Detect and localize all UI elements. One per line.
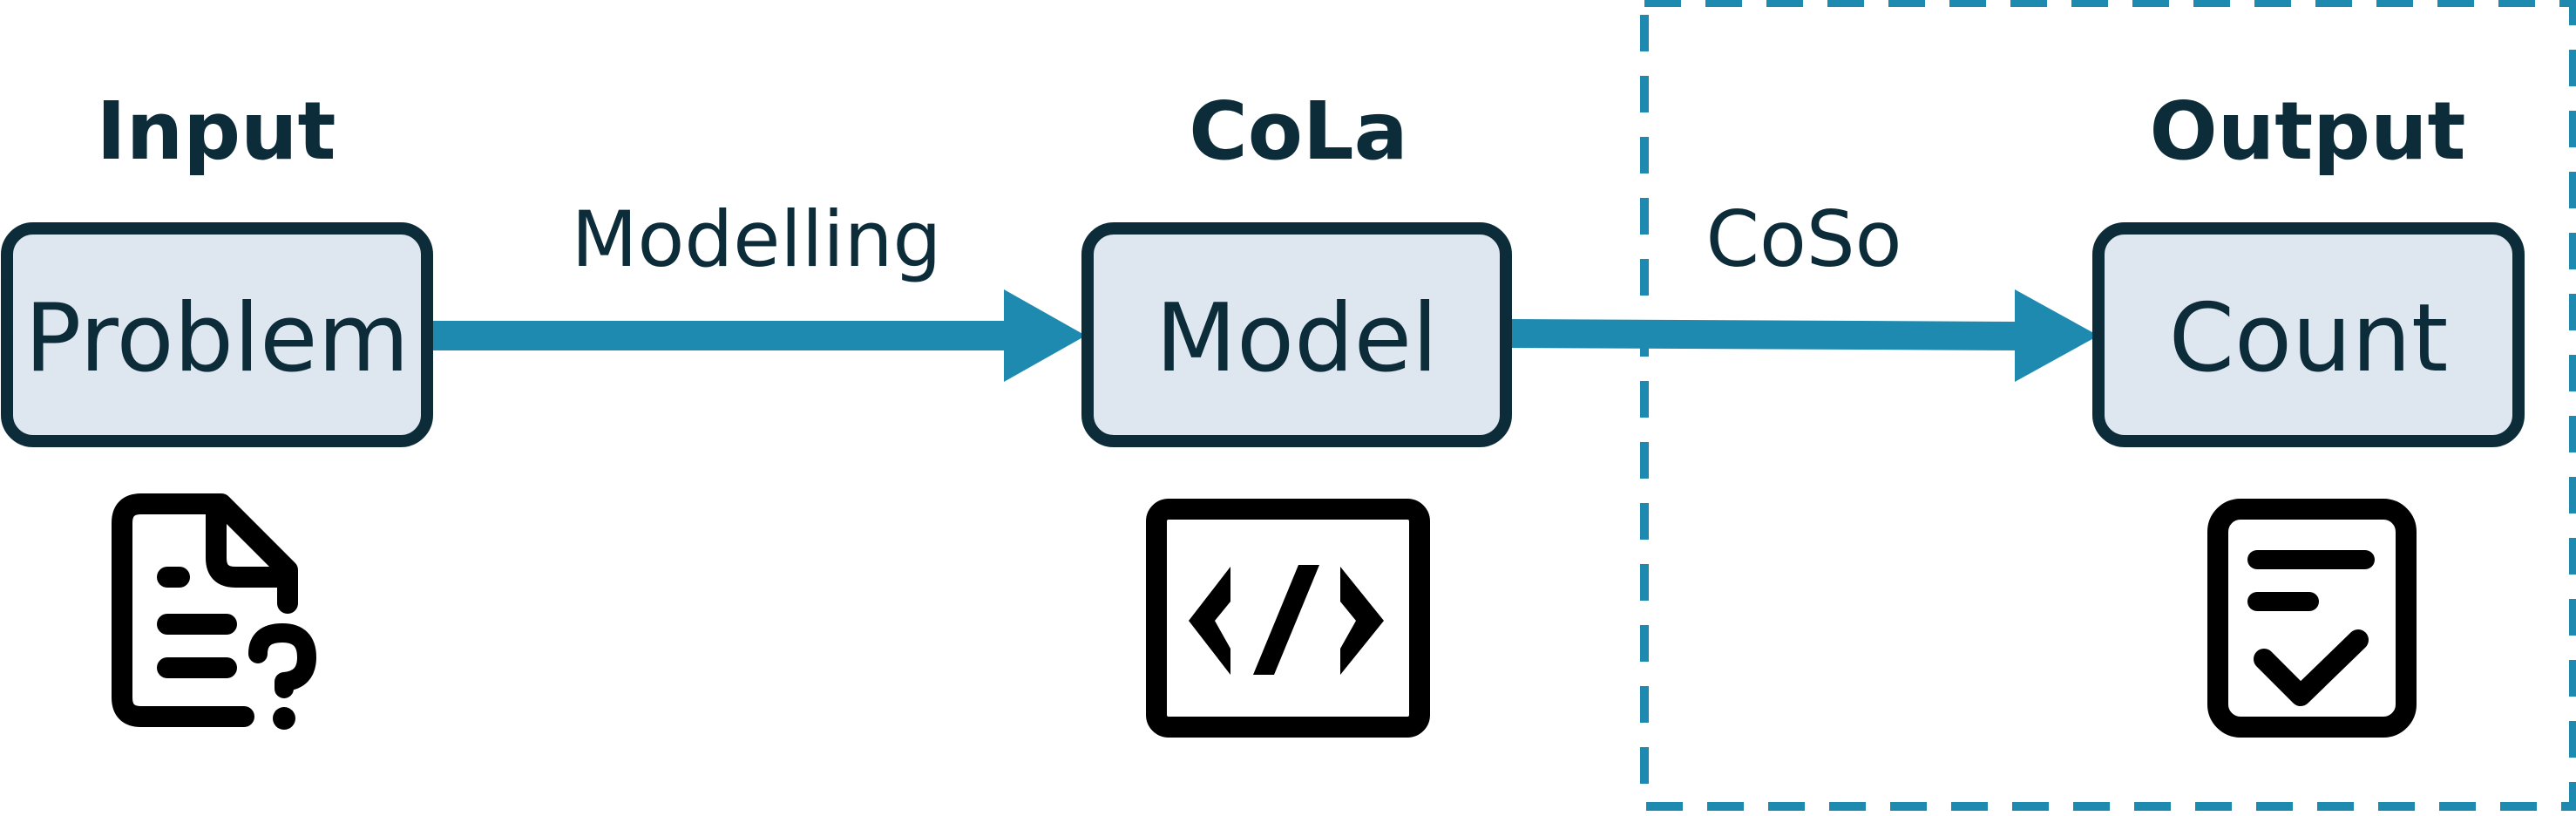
model-box: Model <box>1081 222 1512 447</box>
edge-label-coso: CoSo <box>1706 194 1902 284</box>
arrow-modelling <box>429 289 1086 382</box>
count-box-label: Count <box>2169 284 2449 393</box>
problem-box-label: Problem <box>24 284 410 393</box>
stage-heading-output: Output <box>2149 85 2465 178</box>
arrow-coso <box>1509 289 2098 382</box>
coso-region-dashed-frame <box>1640 0 2576 811</box>
document-question-icon <box>112 493 316 730</box>
edge-label-modelling: Modelling <box>572 194 942 284</box>
model-box-label: Model <box>1156 284 1438 393</box>
count-box: Count <box>2092 222 2525 447</box>
stage-heading-input: Input <box>96 85 336 178</box>
stage-heading-cola: CoLa <box>1189 85 1407 178</box>
code-icon <box>1146 499 1430 738</box>
checklist-icon <box>2207 499 2417 738</box>
problem-box: Problem <box>1 222 433 447</box>
